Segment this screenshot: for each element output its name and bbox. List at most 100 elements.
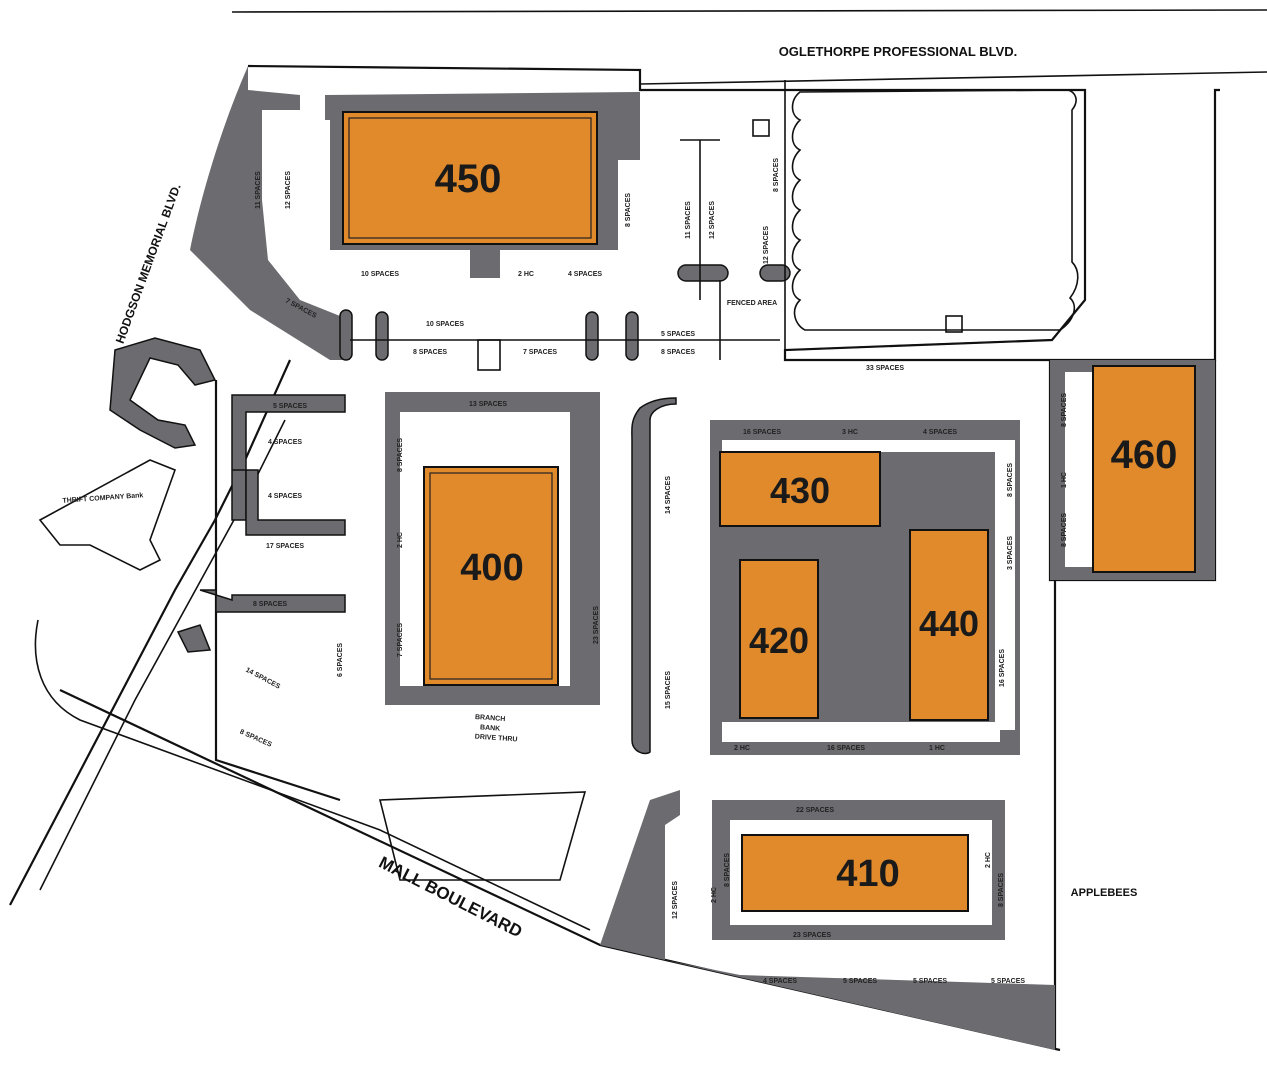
parking-label: 16 SPACES	[743, 429, 781, 436]
parking-label: 11 SPACES	[685, 201, 692, 239]
parking-label: 10 SPACES	[426, 321, 464, 328]
parking-label: 6 SPACES	[337, 643, 344, 677]
parking-label: 5 SPACES	[843, 978, 877, 985]
parking-label: 8 SPACES	[661, 349, 695, 356]
parking-label: 12 SPACES	[763, 226, 770, 264]
building-460[interactable]	[1092, 365, 1196, 573]
south-lot-outline	[378, 791, 587, 881]
pavement-450-tab	[470, 248, 500, 278]
drive-thru-line-2: BANK	[480, 724, 501, 732]
parking-label: 8 SPACES	[413, 349, 447, 356]
parking-label: FENCED AREA	[727, 300, 777, 307]
buildings	[342, 111, 1196, 912]
label-440: 440	[919, 603, 979, 644]
parking-label: 15 SPACES	[665, 671, 672, 709]
building-450[interactable]	[342, 111, 598, 245]
parking-label: 8 SPACES	[773, 158, 780, 192]
parking-label: 10 SPACES	[361, 271, 399, 278]
neighbor-label: APPLEBEES	[1071, 887, 1138, 899]
parking-label: 2 HC	[397, 532, 404, 548]
lane-block-north	[722, 440, 1000, 452]
parking-label: 8 SPACES	[1061, 393, 1068, 427]
parking-label: 14 SPACES	[244, 667, 281, 691]
parking-labels: 11 SPACES 12 SPACES 10 SPACES 2 HC 4 SPA…	[62, 158, 1068, 985]
west-island-2	[232, 469, 346, 536]
building-420[interactable]	[739, 559, 819, 719]
parking-label: 11 SPACES	[255, 171, 262, 209]
parking-label: 2 HC	[518, 271, 534, 278]
parking-label: 4 SPACES	[923, 429, 957, 436]
building-410[interactable]	[741, 834, 969, 912]
drive-thru-line-3: DRIVE THRU	[475, 734, 518, 744]
island-a	[375, 311, 389, 361]
parking-label: 22 SPACES	[796, 807, 834, 814]
island-c	[625, 311, 639, 361]
center-column-island	[631, 397, 677, 755]
parking-label: 2 HC	[711, 887, 718, 903]
tenant-building-outline	[38, 459, 177, 571]
parking-label: 5 SPACES	[913, 978, 947, 985]
island-d	[677, 264, 729, 282]
west-lot-line	[214, 380, 341, 802]
island-b	[585, 311, 599, 361]
parking-label: 1 HC	[1061, 472, 1068, 488]
parking-label: 4 SPACES	[268, 493, 302, 500]
parking-label: 8 SPACES	[1007, 463, 1014, 497]
parking-label: 3 HC	[842, 429, 858, 436]
building-400[interactable]	[423, 466, 559, 686]
parking-label: 4 SPACES	[568, 271, 602, 278]
building-430[interactable]	[719, 451, 881, 527]
parking-label: 14 SPACES	[665, 476, 672, 514]
parking-label: 8 SPACES	[998, 873, 1005, 907]
building-440[interactable]	[909, 529, 989, 721]
building-labels: 450 400 430 420 440 460 410	[435, 157, 1178, 895]
hodgson-road-edge-inner	[39, 419, 286, 891]
lane-460	[1065, 372, 1095, 567]
tenant-label: THRIFT COMPANY Bank	[62, 492, 143, 505]
parking-label: 23 SPACES	[793, 932, 831, 939]
drive-thru-line-1: BRANCH	[475, 714, 506, 723]
road-label-north: OGLETHORPE PROFESSIONAL BLVD.	[779, 44, 1018, 59]
south-pavement	[600, 790, 1055, 1050]
fenced-area-outline	[784, 80, 1053, 351]
parking-label: 4 SPACES	[268, 439, 302, 446]
nw-pavement	[190, 66, 350, 360]
parking-label: 17 SPACES	[266, 543, 304, 550]
parking-label: 8 SPACES	[253, 601, 287, 608]
lane-block-east	[995, 440, 1015, 730]
parking-label: 5 SPACES	[661, 331, 695, 338]
parking-label: 8 SPACES	[397, 438, 404, 472]
road-label-south: MALL BOULEVARD	[376, 853, 525, 942]
oglethorpe-road-edge	[639, 71, 1267, 85]
parking-label: 8 SPACES	[239, 728, 273, 748]
hodgson-road-edge-outer	[9, 359, 292, 906]
island-e	[759, 264, 791, 282]
fenced-marker-a	[752, 119, 770, 137]
top-road-edge	[231, 9, 1267, 13]
parking-label: 23 SPACES	[593, 606, 600, 644]
parking-label: 16 SPACES	[999, 649, 1006, 687]
label-460: 460	[1111, 433, 1178, 477]
parking-label: 4 SPACES	[763, 978, 797, 985]
tree-line	[791, 89, 1079, 331]
parking-label: 16 SPACES	[827, 745, 865, 752]
parking-label: 5 SPACES	[991, 978, 1025, 985]
parking-label: 8 SPACES	[625, 193, 632, 227]
building-450-inner	[348, 117, 592, 239]
fenced-marker-b	[945, 315, 963, 333]
parking-label: 5 SPACES	[273, 403, 307, 410]
mall-blvd-inner	[34, 619, 591, 931]
parking-label: 13 SPACES	[469, 401, 507, 408]
road-label-west: HODGSON MEMORIAL BLVD.	[113, 182, 184, 345]
nw-island	[109, 337, 217, 449]
parking-label: 12 SPACES	[285, 171, 292, 209]
label-400: 400	[460, 547, 523, 589]
parking-label: 8 SPACES	[724, 853, 731, 887]
parking-label: 1 HC	[929, 745, 945, 752]
parking-label: 3 SPACES	[1007, 536, 1014, 570]
label-430: 430	[770, 470, 830, 511]
parking-label: 2 HC	[734, 745, 750, 752]
islands	[109, 264, 791, 755]
small-kiosk	[477, 339, 501, 371]
